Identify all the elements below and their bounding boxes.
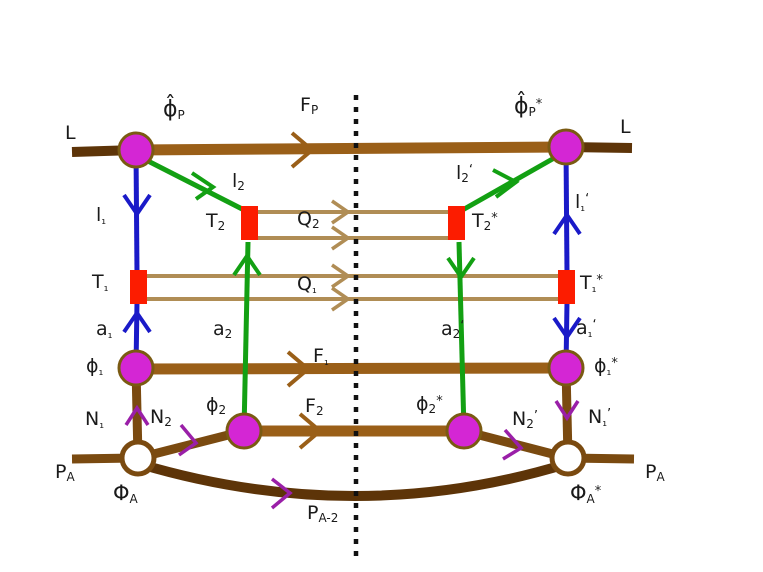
label-PA-2: PA-2	[307, 502, 339, 525]
label-phi-p-hat-right: ϕ̂P*	[514, 94, 543, 119]
label-F2: F2	[305, 395, 324, 418]
arrow-l1-prime-right	[552, 211, 582, 236]
vertex-phi2-left	[225, 412, 263, 450]
label-Phi-A-star: ΦA*	[570, 481, 602, 506]
label-L-left: L	[65, 122, 76, 144]
arrow-l2-left	[190, 171, 217, 201]
arrow-N1-left	[124, 404, 150, 426]
arrow-Q1-upper	[331, 263, 352, 289]
label-L-right: L	[620, 116, 631, 138]
arrow-N2-left	[177, 423, 199, 457]
line-PA-2-curve	[135, 459, 571, 501]
arrow-Q2-lower	[331, 225, 352, 251]
line-l1-prime-right	[563, 146, 570, 275]
label-phi1-star: ϕ₁*	[594, 355, 618, 378]
label-a1: a₁	[96, 318, 113, 341]
arrow-Q1-lower	[331, 286, 352, 312]
line-a2-left	[241, 241, 251, 432]
T1-block	[130, 270, 147, 304]
vertex-Phi-A-right	[549, 439, 587, 477]
label-phi-p-hat-left: ϕ̂P	[163, 97, 185, 122]
label-F1: F₁	[313, 345, 329, 368]
line-Fp	[135, 141, 567, 156]
label-a1-prime: a₁‘	[576, 317, 597, 340]
arrow-F1	[286, 350, 312, 388]
arrow-a1-left	[122, 309, 152, 334]
label-PA-left: PA	[55, 461, 75, 484]
arrow-l1-left	[122, 193, 152, 218]
label-a2-prime: a2‘	[441, 318, 465, 341]
vertex-phi2-right	[445, 412, 483, 450]
line-F1	[135, 362, 567, 375]
line-l2-prime-right	[457, 154, 558, 215]
vertex-phi-p-hat-right	[547, 128, 585, 166]
arrow-l2-prime-right	[492, 168, 520, 199]
arrow-N1-prime-right	[554, 400, 580, 422]
label-T2-star: T2*	[472, 210, 498, 233]
vertex-phi1-left	[117, 349, 155, 387]
label-Fp: FP	[300, 94, 319, 117]
vertex-Phi-A-left	[119, 439, 157, 477]
line-l2-left	[144, 157, 250, 215]
arrow-a1-prime-right	[552, 316, 582, 341]
arrow-a2-prime-right	[446, 256, 476, 281]
arrow-N2-prime-right	[502, 428, 524, 461]
arrow-Fp	[290, 131, 316, 169]
label-Q2: Q2	[297, 208, 320, 231]
label-phi2-star: ϕ2*	[416, 393, 443, 416]
T2-star-block	[448, 206, 465, 240]
label-Phi-A: ΦA	[113, 481, 138, 506]
label-T2: T2	[206, 210, 226, 233]
label-N1: N₁	[85, 408, 105, 431]
label-l1-prime: l₁‘	[575, 191, 590, 214]
label-N1-prime: N₁’	[588, 406, 612, 429]
label-T1-star: T₁*	[580, 272, 603, 295]
label-N2-prime: N2’	[512, 408, 538, 431]
label-phi2: ϕ2	[206, 394, 227, 417]
label-PA-right: PA	[645, 461, 665, 484]
label-phi1: ϕ₁	[86, 355, 104, 378]
label-T1: T₁	[92, 271, 109, 294]
vertex-phi-p-hat-left	[117, 131, 155, 169]
T1-star-block	[558, 270, 575, 304]
vertex-phi1-right	[547, 349, 585, 387]
arrow-PA-2	[270, 477, 293, 510]
T2-block	[241, 206, 258, 240]
arrow-Q2-upper	[331, 199, 352, 225]
label-a2: a2	[213, 318, 233, 341]
label-Q1: Q₁	[297, 273, 317, 296]
label-l2: l2	[232, 170, 245, 193]
label-l2-prime: l2‘	[456, 162, 474, 185]
label-N2: N2	[150, 406, 172, 429]
label-l1: l₁	[96, 204, 107, 227]
arrow-a2-left	[232, 252, 262, 277]
arrow-F2	[298, 412, 324, 450]
